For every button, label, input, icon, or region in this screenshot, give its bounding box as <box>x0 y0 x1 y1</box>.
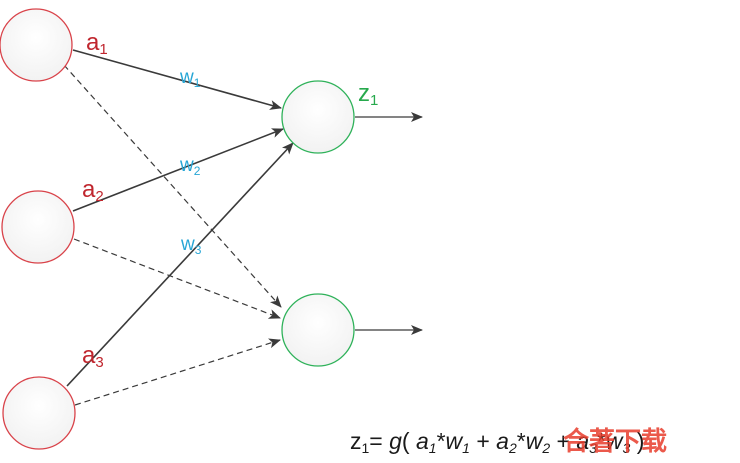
input-label-a3: a3 <box>82 342 104 371</box>
input-label-a2-main: a <box>82 176 96 203</box>
formula-t2-w: w <box>526 428 544 454</box>
formula-equals: = <box>369 428 389 454</box>
input-label-a3-main: a <box>82 342 96 369</box>
edge-a3-to-z1 <box>66 142 294 387</box>
input-label-a2-sub: 2 <box>95 188 103 205</box>
formula-plus1: + <box>470 428 496 454</box>
input-node-a3 <box>2 376 76 450</box>
output-node-2 <box>281 293 355 367</box>
formula-t3-a: a <box>576 428 589 454</box>
formula-t3-w-sub: 3 <box>623 440 631 456</box>
formula-open: ( <box>402 428 416 454</box>
weight-label-w1-sub: 1 <box>194 76 201 90</box>
formula-t1-w: w <box>446 428 464 454</box>
formula: z1= g( a1*w1 + a2*w2 + a3*w3 ) <box>350 428 644 456</box>
formula-lhs-sub: 1 <box>362 440 370 456</box>
output-label-z1: z1 <box>358 80 378 109</box>
formula-close: ) <box>630 428 644 454</box>
formula-t3-op: * <box>597 428 606 454</box>
weight-label-w3-main: w <box>180 234 195 255</box>
edge-a3-to-output2 <box>74 338 281 406</box>
formula-t1-a-sub: 1 <box>429 440 437 456</box>
output-label-z1-main: z <box>358 80 370 107</box>
formula-t1-op: * <box>437 428 446 454</box>
watermark-text: 合著下载 <box>563 426 667 457</box>
formula-t2-a-sub: 2 <box>508 440 517 456</box>
formula-t2-a: a <box>496 428 509 454</box>
input-label-a2: a2 <box>82 176 104 205</box>
formula-t1-a: a <box>416 428 429 454</box>
weight-label-w2: w2 <box>179 155 201 178</box>
input-node-a1 <box>0 8 73 82</box>
input-node-a2 <box>1 190 75 264</box>
edge-a1-to-output2 <box>63 64 282 308</box>
formula-t3-a-sub: 3 <box>589 440 597 456</box>
formula-plus2: + <box>550 428 576 454</box>
input-label-a1: a1 <box>86 29 108 58</box>
input-label-a3-sub: 3 <box>95 354 103 371</box>
edge-a1-to-z1 <box>72 49 282 110</box>
weight-label-w1: w1 <box>179 67 201 90</box>
input-label-a1-main: a <box>86 29 100 56</box>
edge-a2-to-output2 <box>73 238 281 319</box>
weight-label-w2-sub: 2 <box>194 164 201 178</box>
input-label-a1-sub: 1 <box>99 41 107 58</box>
formula-t2-op: * <box>517 428 526 454</box>
formula-t3-w: w <box>606 428 624 454</box>
weight-label-w2-main: w <box>179 155 194 176</box>
formula-lhs: z <box>350 428 362 454</box>
weight-label-w3-sub: 3 <box>195 243 202 257</box>
weight-label-w1-main: w <box>179 67 194 88</box>
edge-a2-to-z1 <box>72 128 284 212</box>
output-node-z1 <box>281 80 355 154</box>
output-label-z1-sub: 1 <box>370 92 378 109</box>
formula-t1-w-sub: 1 <box>462 440 470 456</box>
weight-label-w3: w3 <box>180 234 202 257</box>
formula-func: g <box>389 428 402 454</box>
formula-t2-w-sub: 2 <box>541 440 550 456</box>
